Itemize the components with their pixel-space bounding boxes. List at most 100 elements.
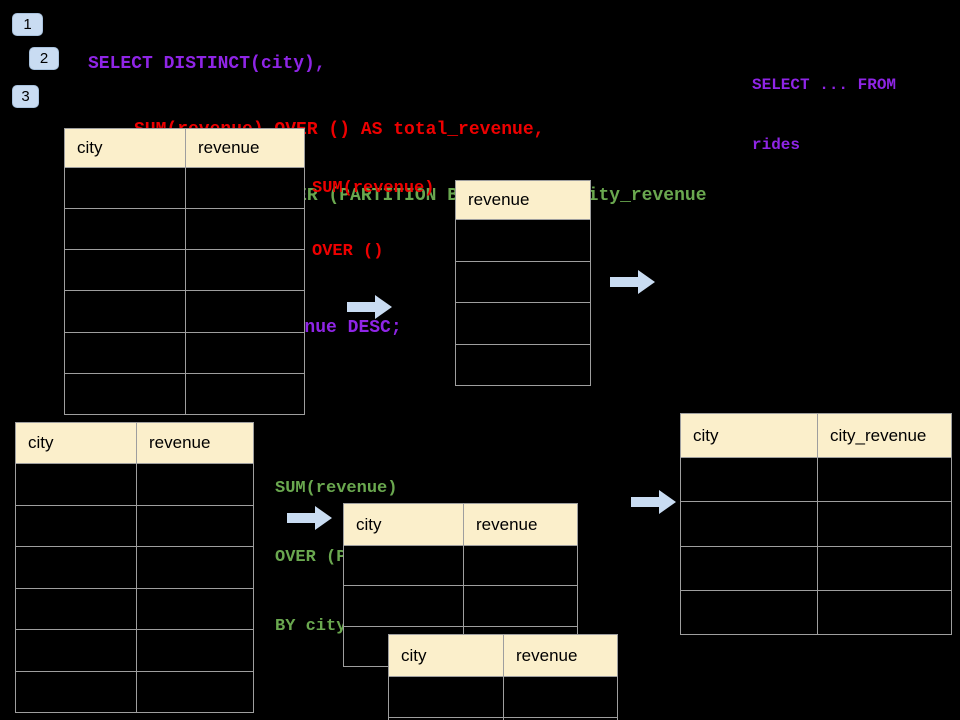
table-row [15, 463, 254, 506]
table-row [64, 372, 305, 416]
empty-cell [15, 629, 137, 672]
empty-cell [817, 456, 952, 503]
empty-cell [388, 676, 504, 718]
total-revenue-window-label-line1: SUM(revenue) [312, 179, 435, 198]
empty-cell [817, 501, 952, 547]
table-row [15, 546, 254, 589]
sql-line-select: SELECT DISTINCT(city), [88, 54, 326, 74]
table-row [64, 290, 305, 333]
empty-cell [136, 670, 254, 713]
empty-cell [15, 546, 137, 589]
flow-arrow-icon [287, 505, 333, 531]
total-revenue-window-label-line2: OVER () [312, 242, 384, 261]
flow-arrow-icon [347, 294, 393, 320]
table-row [15, 670, 254, 713]
empty-cell [64, 249, 186, 292]
empty-cell [136, 504, 254, 547]
table-row [455, 219, 591, 262]
column-header-revenue: revenue [503, 634, 618, 677]
table-row [343, 544, 578, 587]
table-row [680, 545, 952, 591]
sql-context-note-line1: SELECT ... FROM [752, 76, 897, 94]
flow-arrow-icon [610, 269, 656, 295]
empty-cell [15, 670, 137, 713]
table-row [64, 208, 305, 251]
table-row [680, 589, 952, 636]
empty-cell [680, 589, 818, 636]
empty-cell [463, 585, 578, 627]
empty-cell [136, 629, 254, 672]
empty-cell [185, 166, 305, 210]
empty-cell [817, 589, 952, 636]
column-header-revenue: revenue [463, 503, 578, 546]
table-row [680, 501, 952, 547]
column-header-revenue: revenue [136, 422, 254, 464]
table-row [15, 629, 254, 672]
partition-window-label-line1: SUM(revenue) [275, 479, 398, 498]
empty-cell [64, 208, 186, 251]
empty-cell [64, 372, 186, 416]
empty-cell [455, 260, 591, 303]
empty-cell [64, 166, 186, 210]
empty-cell [136, 546, 254, 589]
column-header-city-revenue: city_revenue [817, 413, 952, 458]
empty-cell [503, 676, 618, 718]
flow-arrow-icon [631, 489, 677, 515]
table-row [388, 716, 618, 720]
table-row [455, 302, 591, 345]
step-badge-3: 3 [12, 85, 39, 108]
empty-cell [455, 343, 591, 386]
table-row [64, 249, 305, 292]
empty-cell [817, 545, 952, 591]
table-row [680, 456, 952, 503]
empty-cell [185, 290, 305, 333]
empty-cell [185, 208, 305, 251]
empty-cell [680, 456, 818, 503]
step-badge-2: 2 [29, 47, 59, 70]
column-header-city: city [64, 128, 186, 168]
empty-cell [185, 249, 305, 292]
empty-cell [64, 331, 186, 374]
empty-cell [185, 331, 305, 374]
column-header-city: city [680, 413, 818, 458]
empty-cell [136, 587, 254, 630]
empty-cell [343, 544, 464, 587]
table-row [343, 585, 578, 627]
empty-cell [680, 501, 818, 547]
column-header-revenue: revenue [455, 180, 591, 220]
table-row [15, 587, 254, 630]
empty-cell [463, 544, 578, 587]
empty-cell [503, 716, 618, 720]
table-row [64, 166, 305, 210]
empty-cell [343, 585, 464, 627]
empty-cell [185, 372, 305, 416]
column-header-city: city [15, 422, 137, 464]
table-revenue-only: revenue [455, 180, 591, 386]
empty-cell [455, 219, 591, 262]
total-revenue-window-label: SUM(revenue) OVER () [312, 136, 434, 304]
header-row: revenue [455, 180, 591, 220]
empty-cell [15, 587, 137, 630]
empty-cell [680, 545, 818, 591]
column-header-city: city [343, 503, 464, 546]
table-revenue-only-grid: revenue [455, 180, 591, 386]
column-header-city: city [388, 634, 504, 677]
table-row [455, 260, 591, 303]
empty-cell [136, 463, 254, 506]
step-badge-1: 1 [12, 13, 43, 36]
empty-cell [64, 290, 186, 333]
